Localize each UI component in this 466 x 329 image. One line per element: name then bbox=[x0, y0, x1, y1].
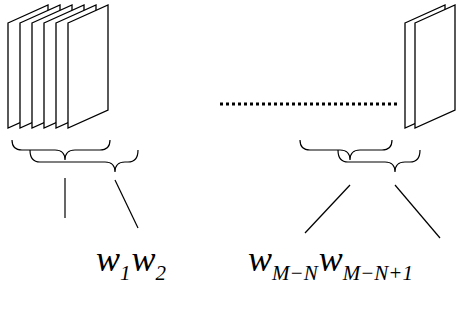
subscript: M−N bbox=[272, 261, 318, 285]
left-page-stack bbox=[8, 5, 108, 128]
subscript: 1 bbox=[120, 261, 131, 285]
formula-right: wM−NwM−N+1 bbox=[248, 238, 414, 280]
variable: w bbox=[319, 239, 343, 279]
right-page-stack bbox=[405, 5, 455, 128]
variable: w bbox=[132, 239, 156, 279]
brackets bbox=[12, 140, 420, 172]
subscript: M−N+1 bbox=[343, 261, 413, 285]
formula-left: w1w2 bbox=[96, 238, 167, 280]
variable: w bbox=[96, 239, 120, 279]
subscript: 2 bbox=[156, 261, 167, 285]
ellipsis-dots bbox=[220, 103, 398, 106]
leader-lines bbox=[65, 178, 440, 238]
variable: w bbox=[248, 239, 272, 279]
